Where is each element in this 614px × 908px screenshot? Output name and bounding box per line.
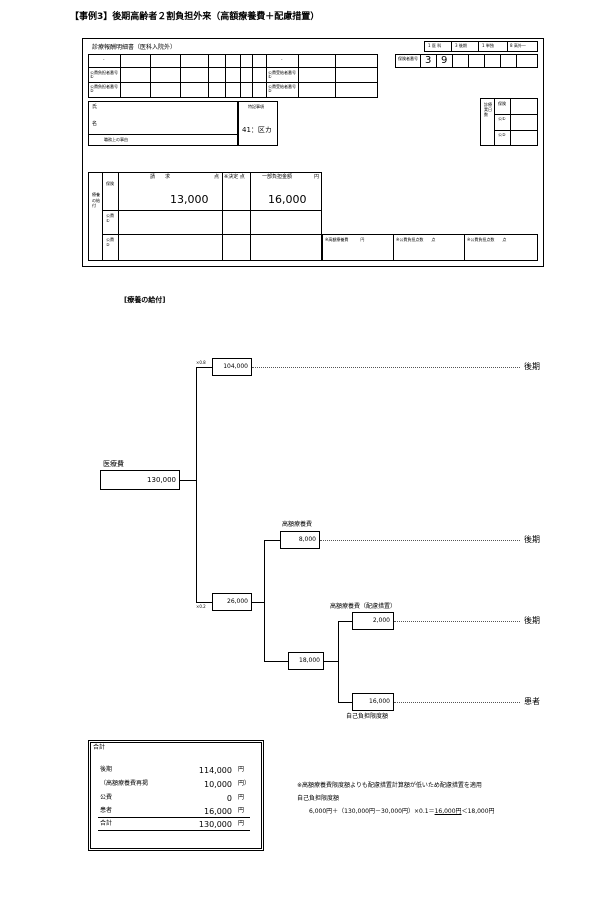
ratio-top: ×0.8 bbox=[196, 360, 206, 365]
section-title: [療養の給付] bbox=[124, 296, 166, 304]
root-label: 医療費 bbox=[103, 460, 124, 468]
mid-value: 26,000 bbox=[227, 598, 248, 605]
public-fund-1-label: 公費負担者番号① bbox=[90, 70, 118, 80]
insurer-no-digit-2: 9 bbox=[441, 55, 448, 66]
name-label-1: 氏 bbox=[92, 104, 98, 110]
sub-box bbox=[288, 652, 324, 670]
name-label-2: 名 bbox=[92, 121, 98, 127]
hairyo-value: 2,000 bbox=[372, 617, 390, 624]
koga-label: 高額療養費 bbox=[282, 521, 313, 528]
bottom-cell-2: ※公費負担点数 点 bbox=[396, 237, 436, 242]
type-tandoku: 1 単独 bbox=[482, 43, 494, 48]
top-value: 104,000 bbox=[223, 363, 248, 370]
note-line-3-post: ＜18,000円 bbox=[461, 808, 495, 815]
benefit-row-public-2: 公費② bbox=[106, 237, 114, 248]
summary-row-patient-label: 患者 bbox=[100, 807, 113, 814]
summary-row-kohi-unit: 円 bbox=[238, 794, 245, 801]
note-line-1: ※高額療養費限度額よりも配慮措置計算額が低いため配慮措置を適用 bbox=[297, 782, 482, 789]
top-dest: 後期 bbox=[524, 362, 540, 371]
bottom-cells bbox=[322, 234, 538, 261]
note-line-3: 6,000円＋（130,000円－30,000円）×0.1＝16,000円＜18… bbox=[309, 809, 495, 815]
note-line-3-underlined: 16,000円 bbox=[434, 808, 462, 815]
special-value: 41：区カ bbox=[242, 126, 272, 134]
root-box bbox=[100, 470, 180, 490]
public-fund-2-label: 公費負担者番号② bbox=[90, 84, 118, 94]
special-label: 特記事項 bbox=[248, 104, 264, 109]
name-block bbox=[88, 101, 238, 146]
benefit-label: 療養の給付 bbox=[92, 192, 100, 209]
summary-row-koga-value: 10,000 bbox=[204, 780, 232, 789]
summary-row-kohi-value: 0 bbox=[226, 794, 232, 803]
summary-box bbox=[88, 740, 264, 851]
benefit-row-public-1: 公費① bbox=[106, 213, 114, 224]
self-box bbox=[352, 693, 394, 711]
recipient-2-label: 公費受給者番号② bbox=[268, 84, 296, 94]
type-kouki: 3 後期 bbox=[455, 43, 467, 48]
hairyo-label: 高額療養費（配慮措置） bbox=[330, 603, 397, 610]
summary-row-koga-unit: 円） bbox=[238, 780, 251, 787]
days-row-public-1: 公① bbox=[498, 116, 506, 121]
sub-value: 18,000 bbox=[299, 657, 320, 664]
claim-value: 13,000 bbox=[170, 193, 209, 206]
self-value: 16,000 bbox=[369, 698, 390, 705]
type-kogai: 8 高外一 bbox=[510, 43, 526, 48]
mid-box bbox=[212, 593, 252, 611]
col-decision: ※決定 点 bbox=[224, 174, 245, 180]
summary-row-kohi-label: 公費 bbox=[100, 794, 113, 801]
summary-row-kouki-label: 後期 bbox=[100, 766, 113, 773]
summary-row-kouki-unit: 円 bbox=[238, 766, 245, 773]
public-fund-grid bbox=[88, 54, 378, 98]
self-label: 自己負担限度額 bbox=[346, 713, 389, 720]
days-row-public-2: 公② bbox=[498, 132, 506, 137]
col-point: 点 bbox=[214, 174, 220, 180]
summary-row-patient-value: 16,000 bbox=[204, 807, 232, 816]
dash-left: - bbox=[103, 57, 105, 62]
koga-value: 8,000 bbox=[298, 536, 316, 543]
bottom-cell-1: ※高額療養費 円 bbox=[325, 237, 365, 242]
summary-row-kouki-value: 114,000 bbox=[198, 766, 232, 775]
koga-box bbox=[280, 531, 320, 549]
insurer-type-box bbox=[424, 41, 538, 52]
summary-row-koga-label: （高額療養費再掲 bbox=[100, 780, 149, 787]
top-box bbox=[212, 358, 252, 376]
root-value: 130,000 bbox=[147, 476, 176, 484]
ratio-bottom: ×0.2 bbox=[196, 604, 206, 609]
summary-row-total-value: 130,000 bbox=[198, 820, 232, 829]
summary-row-patient-unit: 円 bbox=[238, 807, 245, 814]
koga-dest: 後期 bbox=[524, 535, 540, 544]
bottom-cell-3: ※公費負担点数 点 bbox=[467, 237, 507, 242]
page-title: 【事例3】後期高齢者２割負担外来（高額療養費＋配慮措置） bbox=[70, 12, 320, 22]
self-dest: 患者 bbox=[524, 697, 540, 706]
hairyo-dest: 後期 bbox=[524, 616, 540, 625]
form-title: 診療報酬明細書（医科入院外） bbox=[92, 44, 177, 51]
summary-row-total-unit: 円 bbox=[238, 820, 245, 827]
benefit-table bbox=[88, 172, 322, 261]
col-claim: 請 求 bbox=[150, 174, 171, 180]
recipient-1-label: 公費受給者番号① bbox=[268, 70, 296, 80]
note-line-2: 自己負担限度額 bbox=[297, 795, 340, 802]
benefit-row-insurance: 保険 bbox=[106, 181, 114, 186]
copay-value: 16,000 bbox=[268, 193, 307, 206]
hairyo-box bbox=[352, 612, 394, 630]
summary-title: 合計 bbox=[93, 744, 106, 751]
reason-label: 職務上の事由 bbox=[104, 137, 128, 142]
note-line-3-pre: 6,000円＋（130,000円－30,000円）×0.1＝ bbox=[309, 808, 435, 815]
treatment-days-box bbox=[480, 98, 538, 146]
col-copay: 一部負担金額 bbox=[262, 174, 293, 180]
special-notes-box bbox=[238, 101, 278, 146]
col-yen: 円 bbox=[314, 174, 320, 180]
insurer-number-box bbox=[395, 54, 538, 68]
summary-row-total-label: 合計 bbox=[100, 820, 113, 827]
insurer-no-label: 保険者番号 bbox=[398, 56, 418, 61]
insurer-no-digit-1: 3 bbox=[425, 55, 432, 66]
type-ika: 1 医 科 bbox=[428, 43, 442, 48]
days-label: 診療実日数 bbox=[484, 102, 492, 117]
days-row-insurance: 保険 bbox=[498, 101, 506, 106]
dash-right: - bbox=[281, 57, 283, 62]
